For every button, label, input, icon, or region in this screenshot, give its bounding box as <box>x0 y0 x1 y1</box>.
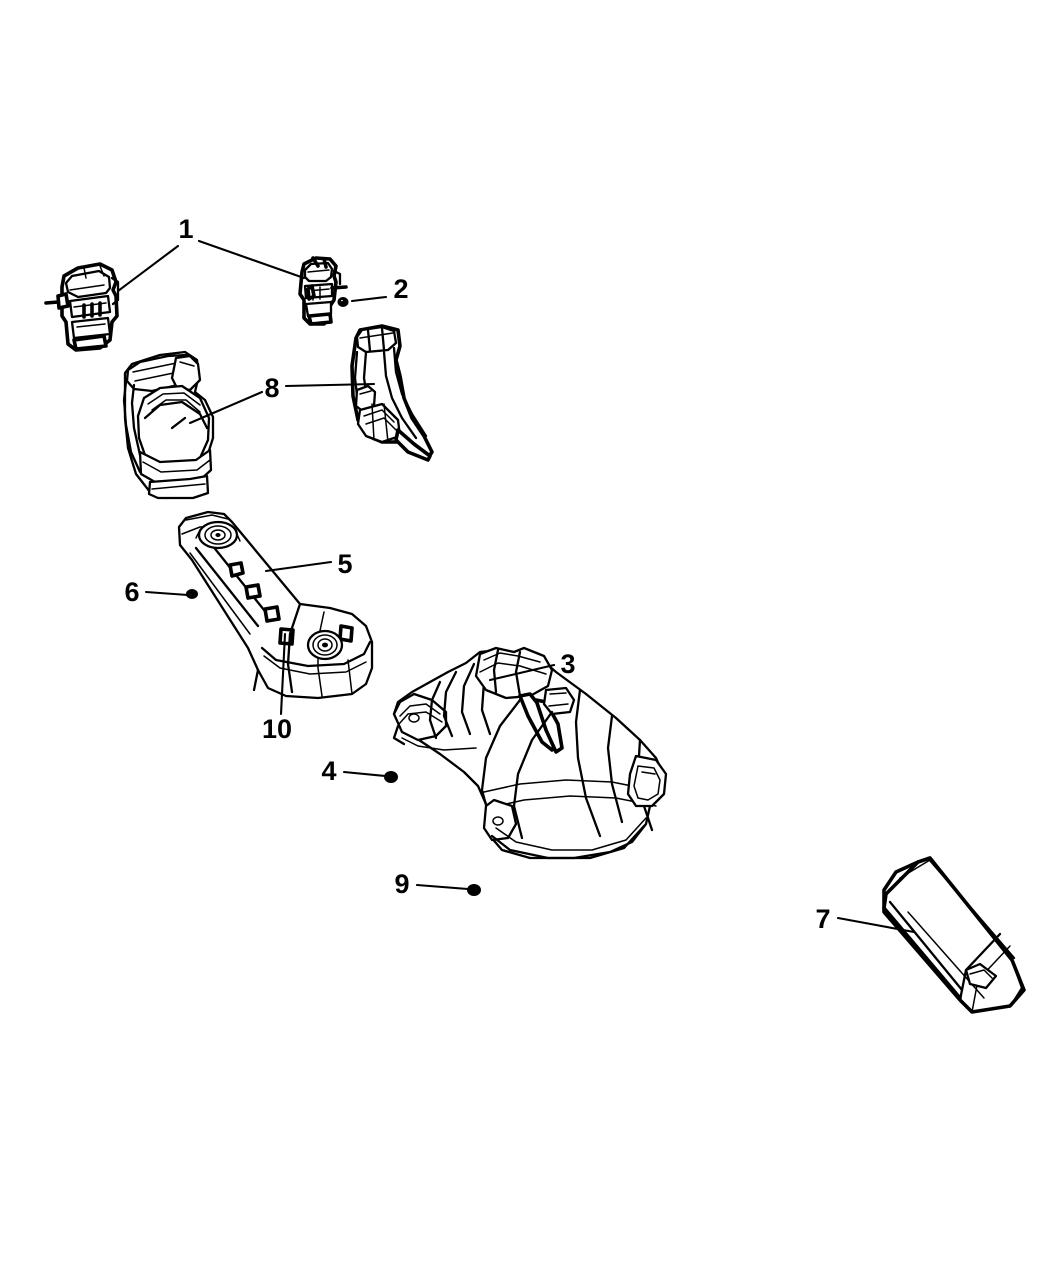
leader-lines <box>116 239 916 934</box>
leader-9 <box>415 883 470 891</box>
leader-10 <box>279 632 287 716</box>
part-bolt-fastener-9[interactable] <box>467 884 481 896</box>
leader-3 <box>488 663 556 682</box>
part-shield-muffler[interactable] <box>392 646 668 860</box>
part-bracket-left[interactable] <box>44 262 120 352</box>
leader-2 <box>350 295 388 303</box>
leader-4 <box>342 770 387 778</box>
leader-7 <box>836 916 916 934</box>
part-shield-tunnel-main[interactable] <box>177 510 374 700</box>
callout-label-1: 1 <box>178 214 193 244</box>
leader-6 <box>144 590 190 597</box>
callout-label-7: 7 <box>815 904 830 934</box>
callout-label-6: 6 <box>124 577 139 607</box>
leader-1-right <box>197 239 306 280</box>
part-bracket-right[interactable] <box>298 256 348 326</box>
leader-1-left <box>116 244 180 293</box>
callout-label-3: 3 <box>560 649 575 679</box>
callout-label-2: 2 <box>393 274 408 304</box>
leader-5 <box>264 560 333 573</box>
callout-label-4: 4 <box>321 756 336 786</box>
leader-8-right <box>284 382 376 388</box>
part-shield-curved-right[interactable] <box>350 324 434 462</box>
callout-label-5: 5 <box>337 549 352 579</box>
part-shield-elbow-left[interactable] <box>122 350 215 500</box>
callout-labels: 1 2 8 5 6 10 3 4 9 7 <box>124 214 830 934</box>
callout-label-8: 8 <box>264 373 279 403</box>
part-shield-tailpipe[interactable] <box>882 856 1026 1014</box>
leader-8-left <box>188 390 264 425</box>
part-bolt-fastener-4[interactable] <box>384 771 398 783</box>
callout-label-10: 10 <box>262 714 292 744</box>
part-nut-fastener-2[interactable] <box>337 297 349 307</box>
callout-label-9: 9 <box>394 869 409 899</box>
